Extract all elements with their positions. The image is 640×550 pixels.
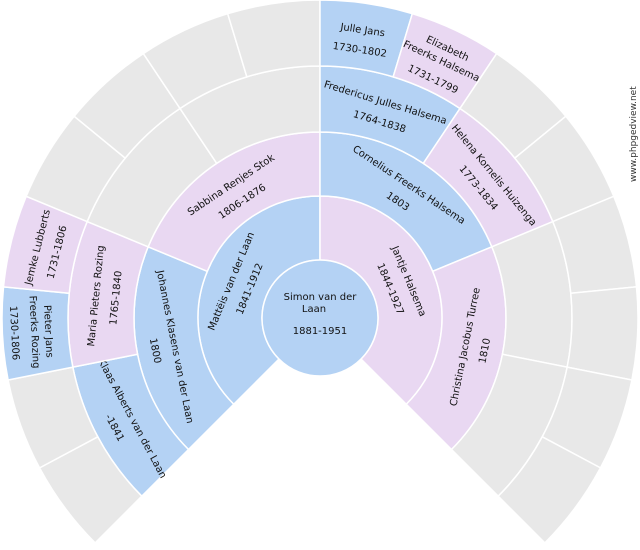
ancestor-name: Pieter Jans <box>41 305 55 358</box>
watermark: www.phpgedview.net <box>629 86 639 182</box>
root-person[interactable]: Simon van der Laan 1881-1951 <box>261 259 379 377</box>
empty-ancestor-slot <box>497 435 602 544</box>
ancestor-dates: 1810 <box>477 337 493 364</box>
root-person-circle <box>261 259 379 377</box>
ancestor-segment <box>566 286 639 381</box>
ancestor-dates: 1800 <box>147 337 163 364</box>
root-person-dates: 1881-1951 <box>293 326 348 337</box>
ancestor-dates: 1730-1806 <box>7 306 21 361</box>
root-person-name-line2: Laan <box>302 304 326 315</box>
root-person-name: Simon van der <box>284 292 358 303</box>
ancestor-name: Freerks Rozing <box>27 295 42 368</box>
empty-ancestor-slot <box>566 286 639 381</box>
ancestor-dates: 1765-1840 <box>108 270 124 325</box>
ancestor-segment <box>497 435 602 544</box>
